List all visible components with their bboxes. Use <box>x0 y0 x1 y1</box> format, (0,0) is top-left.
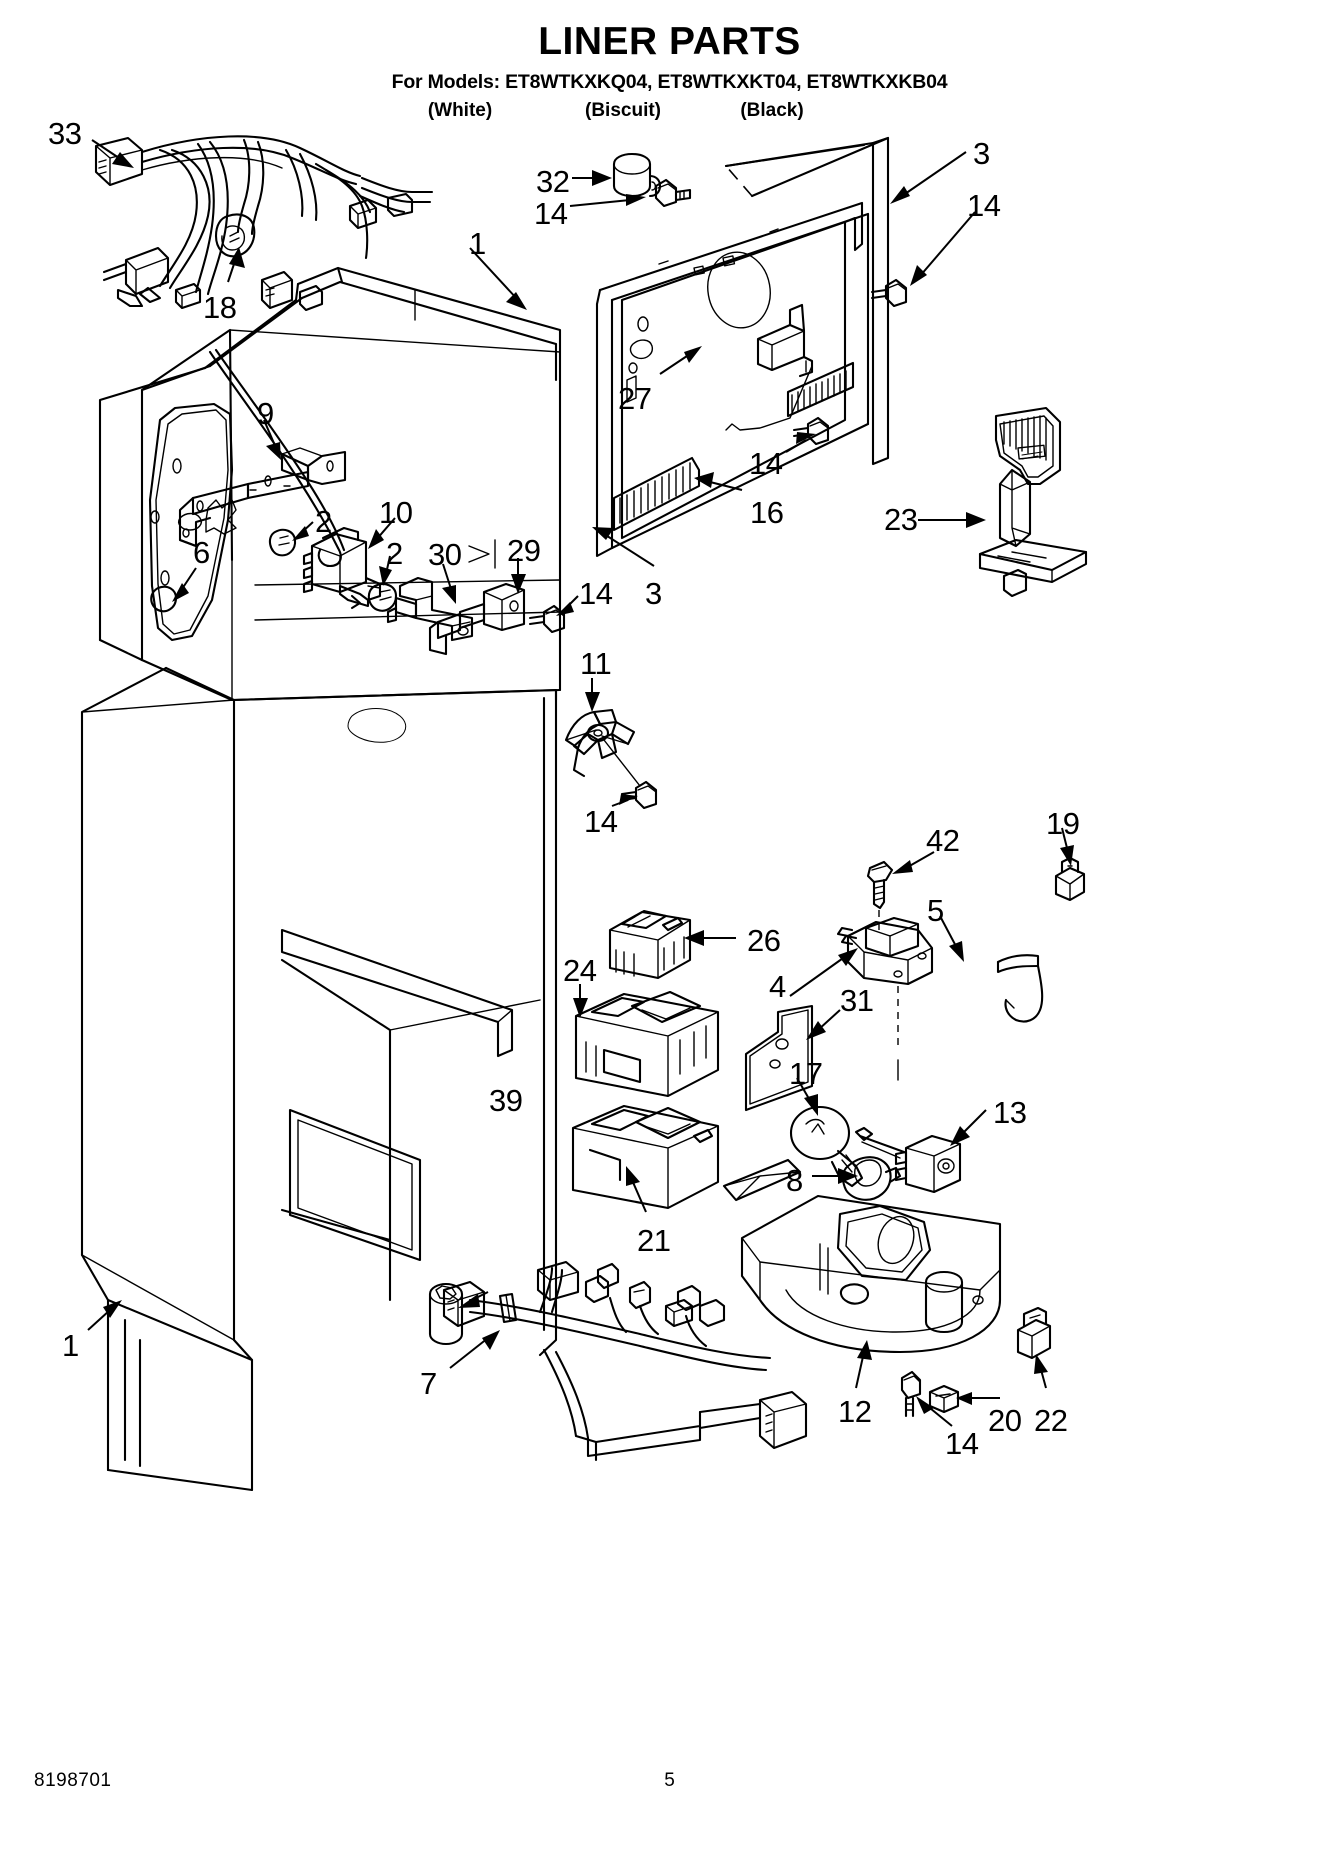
document-code: 8198701 <box>34 1770 112 1791</box>
part-11-evaporator-fan-blade <box>564 678 641 787</box>
part-21-control-housing-lower <box>571 1104 720 1213</box>
callout-7: 7 <box>420 1366 437 1401</box>
color-variant-biscuit: (Biscuit) <box>585 100 661 121</box>
part-27-air-duct-baffle <box>659 303 814 378</box>
diagram-header: LINER PARTS For Models: ET8WTKXKQ04, ET8… <box>0 22 1339 94</box>
hex-screw-f <box>900 1370 953 1427</box>
vent-grille-upper <box>786 361 855 418</box>
callout-2-a: 2 <box>315 504 332 539</box>
vent-grille-lower <box>612 456 701 532</box>
color-variant-black: (Black) <box>740 100 804 121</box>
part-32-spacer-bushing <box>572 152 662 198</box>
callout-14-e: 14 <box>584 804 618 839</box>
callout-19: 19 <box>1046 806 1080 841</box>
callout-33: 33 <box>48 116 82 151</box>
callout-3-upper: 3 <box>973 136 990 171</box>
callout-1-upper: 1 <box>469 226 486 261</box>
part-6-access-cover <box>172 567 197 602</box>
callout-13: 13 <box>993 1095 1027 1130</box>
callout-8: 8 <box>786 1163 803 1198</box>
hex-screw-a <box>569 178 692 208</box>
part-1-cabinet-liner <box>98 247 562 743</box>
callout-6: 6 <box>193 535 210 570</box>
callout-1-lower: 1 <box>62 1328 79 1363</box>
part-8-lamp-socket <box>722 1156 902 1202</box>
callout-30: 30 <box>428 537 462 572</box>
hex-screw-b <box>870 211 976 308</box>
callout-14-f: 14 <box>945 1426 979 1461</box>
callout-14-b: 14 <box>967 188 1001 223</box>
part-39-drain-plug <box>428 1282 489 1346</box>
part-22-wire-retainer-clip <box>1016 1306 1052 1389</box>
callout-29: 29 <box>507 533 541 568</box>
part-29-fan-mounting-bracket <box>428 558 526 656</box>
page-title: LINER PARTS <box>538 20 801 63</box>
callout-26: 26 <box>747 923 781 958</box>
callout-39: 39 <box>489 1083 523 1118</box>
callout-17: 17 <box>789 1056 823 1091</box>
hex-screw-c <box>785 416 830 453</box>
hex-screw-d <box>528 595 579 634</box>
part-13-door-switch <box>854 1109 987 1194</box>
callout-10: 10 <box>379 495 413 530</box>
callout-16: 16 <box>750 495 784 530</box>
callout-31: 31 <box>840 983 874 1018</box>
callout-32: 32 <box>536 164 570 199</box>
part-1-cabinet-lower <box>80 666 558 1492</box>
callout-2-b: 2 <box>386 536 403 571</box>
part-5-drain-tube <box>939 915 1044 1023</box>
part-24-control-housing-upper <box>573 984 720 1098</box>
callout-23: 23 <box>884 502 918 537</box>
part-14-screws <box>528 178 976 1427</box>
part-12-control-box-base <box>740 1194 1002 1389</box>
callout-14-c: 14 <box>749 446 783 481</box>
callout-22: 22 <box>1034 1403 1068 1438</box>
callout-27: 27 <box>618 381 652 416</box>
models-line: For Models: ET8WTKXKQ04, ET8WTKXKT04, ET… <box>391 71 948 93</box>
callout-14-a: 14 <box>534 196 568 231</box>
callout-20: 20 <box>988 1403 1022 1438</box>
callout-3-lower: 3 <box>645 576 662 611</box>
callout-9: 9 <box>257 396 274 431</box>
part-23-temperature-control-housing <box>918 406 1088 598</box>
callout-5: 5 <box>927 893 944 928</box>
hex-screw-e <box>611 780 658 810</box>
part-42-screw-small <box>866 851 935 934</box>
callout-18: 18 <box>203 290 237 325</box>
part-7-wire-harness-lower <box>442 1260 808 1462</box>
part-26-thermostat-cover <box>608 909 736 980</box>
color-variants-row: (White) (Biscuit) (Black) <box>0 100 1339 126</box>
callout-24: 24 <box>563 953 597 988</box>
callout-11: 11 <box>580 646 612 681</box>
callout-4: 4 <box>769 969 786 1004</box>
callout-42: 42 <box>926 823 960 858</box>
callout-14-d: 14 <box>579 576 613 611</box>
part-2-push-nut-a <box>268 521 314 557</box>
callout-21: 21 <box>637 1223 671 1258</box>
color-variant-white: (White) <box>427 100 493 121</box>
callout-12: 12 <box>838 1394 872 1429</box>
part-33-wire-harness-upper <box>91 135 434 312</box>
page-number: 5 <box>664 1770 675 1791</box>
